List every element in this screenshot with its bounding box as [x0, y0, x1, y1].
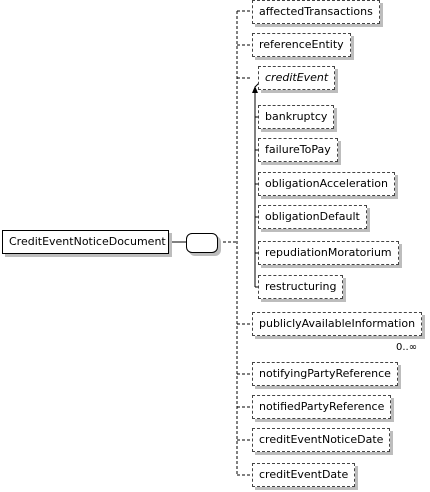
element-affected-transactions[interactable]: affectedTransactions [252, 0, 380, 24]
substitution-bankruptcy[interactable]: bankruptcy [258, 105, 335, 129]
substitution-repudiation-moratorium[interactable]: repudiationMoratorium [258, 241, 399, 265]
element-notifying-party-reference[interactable]: notifyingPartyReference [252, 362, 398, 386]
sequence-compositor[interactable] [186, 233, 218, 253]
element-credit-event-date[interactable]: creditEventDate [252, 463, 356, 487]
root-element[interactable]: CreditEventNoticeDocument [2, 230, 169, 254]
element-credit-event-notice-date[interactable]: creditEventNoticeDate [252, 428, 391, 452]
multiplicity-label: 0..∞ [396, 342, 418, 353]
element-credit-event[interactable]: creditEvent [258, 66, 336, 90]
substitution-restructuring[interactable]: restructuring [258, 275, 344, 299]
substitution-obligation-acceleration[interactable]: obligationAcceleration [258, 172, 395, 196]
element-publicly-available-information[interactable]: publiclyAvailableInformation [252, 312, 423, 336]
substitution-obligation-default[interactable]: obligationDefault [258, 205, 367, 229]
element-notified-party-reference[interactable]: notifiedPartyReference [252, 395, 392, 419]
substitution-failure-to-pay[interactable]: failureToPay [258, 138, 338, 162]
element-reference-entity[interactable]: referenceEntity [252, 33, 351, 57]
